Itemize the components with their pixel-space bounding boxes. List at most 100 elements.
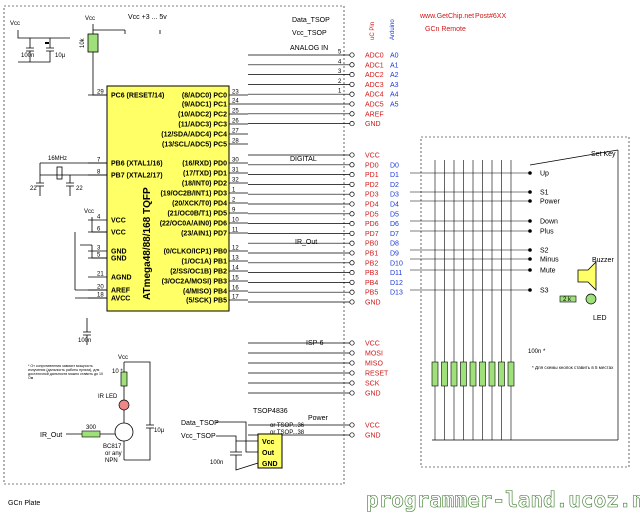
buzzer-icon [577, 261, 597, 291]
mcu-right-pin-label: (20/XCK/T0) PD4 [172, 201, 227, 208]
connector-pin: PD0 [365, 162, 379, 169]
connector-pad[interactable] [349, 289, 355, 295]
mcu-left-pin-label: AREF [111, 288, 131, 295]
connector-pad[interactable] [349, 211, 355, 217]
connector-pin: PD7 [365, 231, 379, 238]
mcu-right-pin-label: (3/OC2A/MOSI) PB3 [162, 279, 227, 286]
mcu-right-pin-label: (16/RXD) PD0 [182, 161, 227, 168]
mcu-right-pin-num: 11 [232, 228, 239, 234]
mcu-right-pin-label: (4/MISO) PB4 [183, 289, 227, 296]
mcu-right-pin-label: (17/TXD) PD1 [183, 171, 227, 178]
key-contact[interactable] [528, 268, 532, 272]
connector-pad[interactable] [349, 390, 355, 396]
connector-pad[interactable] [349, 101, 355, 107]
key-contact[interactable] [528, 288, 532, 292]
mcu-right-pin-num: 1 [232, 188, 236, 194]
key-contact[interactable] [528, 199, 532, 203]
site-link[interactable]: www.GetChip.net [419, 13, 474, 20]
connector-pad[interactable] [349, 432, 355, 438]
mcu-left-pin-label: AGND [111, 275, 132, 282]
r-10k-label: 10k [80, 37, 86, 48]
connector-pad[interactable] [349, 299, 355, 305]
connector-pad[interactable] [349, 360, 355, 366]
connector-pad[interactable] [349, 121, 355, 127]
mcu-right-pin-num: 9 [232, 208, 236, 214]
connector-pad[interactable] [349, 172, 355, 178]
vcc-tsop-label: Vcc_TSOP [292, 30, 327, 37]
connector-pad[interactable] [349, 230, 355, 236]
connector-pad[interactable] [349, 81, 355, 87]
key-contact[interactable] [528, 248, 532, 252]
connector-pad[interactable] [349, 270, 355, 276]
connector-arduino: D11 [390, 270, 402, 277]
connector-pad[interactable] [349, 201, 355, 207]
connector-pad[interactable] [349, 221, 355, 227]
connector-pad[interactable] [349, 279, 355, 285]
connector-pad[interactable] [349, 191, 355, 197]
ir-driver: Vcc 10 * IR LED IR_Out 300 BC817 or any … [28, 355, 165, 464]
connector-pin: GND [365, 391, 381, 398]
connector-pin: PB3 [365, 270, 378, 277]
ir-out-tag: IR_Out [295, 239, 317, 246]
tsop-alt1: or TSOP...36 [270, 423, 305, 429]
set-key-switch[interactable] [529, 149, 619, 166]
connector-pin: RESET [365, 371, 389, 378]
mcu-right-pin-label: (2/SS/OC1B) PB2 [170, 269, 227, 276]
connector-arduino: D8 [390, 241, 399, 248]
connector-pad[interactable] [349, 162, 355, 168]
pulldown-resistor [479, 361, 486, 387]
key-contact[interactable] [528, 219, 532, 223]
connector-pad[interactable] [349, 52, 355, 58]
connector-arduino: A0 [390, 53, 399, 60]
connector-pad[interactable] [349, 72, 355, 78]
connector-pad[interactable] [349, 240, 355, 246]
mcu-right-pin-num: 24 [232, 99, 239, 105]
connector-pin: MISO [365, 361, 383, 368]
connector-pad[interactable] [349, 152, 355, 158]
mcu-left-pin-label: VCC [111, 218, 126, 225]
connector-pad[interactable] [349, 250, 355, 256]
mcu-left-pin-label: PB6 (XTAL1/16) [111, 161, 163, 168]
vcc-tsop2-label: Vcc_TSOP [181, 433, 216, 440]
mcu-right-pin-num: 25 [232, 109, 239, 115]
connector-pad[interactable] [349, 370, 355, 376]
ir-led-icon [118, 399, 130, 411]
mcu-right-pin-num: 15 [232, 276, 239, 282]
tsop-gnd-pin: GND [262, 461, 278, 468]
connector-arduino: D2 [390, 182, 399, 189]
mcu-left-pin-num: 18 [97, 293, 104, 299]
key-contact[interactable] [528, 229, 532, 233]
tsop-body [257, 433, 283, 469]
mcu-name: ATmega48/88/168 TQFP [142, 187, 153, 300]
mcu-right-pin-num: 17 [232, 295, 239, 301]
mcu-left-pin-label: PB7 (XTAL2/17) [111, 173, 163, 180]
led-resistor [559, 295, 577, 303]
mcu-right-pin-num: 32 [232, 178, 239, 184]
pulldown-resistor [507, 361, 515, 387]
connector-arduino: D10 [390, 260, 403, 267]
connector-arduino: D7 [390, 231, 399, 238]
connector-pad[interactable] [349, 422, 355, 428]
connector-pad[interactable] [349, 380, 355, 386]
connector-pad[interactable] [349, 181, 355, 187]
pull-down-resistors [431, 160, 618, 441]
key-label: Power [540, 199, 561, 206]
pulldown-resistor [441, 361, 448, 387]
key-contact[interactable] [528, 257, 532, 261]
mcu-left-pin-label: PC6 (RESET/14) [111, 93, 164, 100]
connector-pad[interactable] [349, 340, 355, 346]
key-label: S2 [540, 248, 549, 255]
connector-pad[interactable] [349, 350, 355, 356]
key-contact[interactable] [528, 171, 532, 175]
connector-arduino: D13 [390, 290, 403, 297]
connector-arduino: D6 [390, 221, 399, 228]
connector-pad[interactable] [349, 62, 355, 68]
buzzer-label: Buzzer [592, 257, 614, 264]
connector-pad[interactable] [349, 91, 355, 97]
connector-pad[interactable] [349, 111, 355, 117]
vcc-label-2: Vcc [85, 16, 95, 22]
key-contact[interactable] [528, 190, 532, 194]
led-resistor-tag: 2 k [563, 297, 572, 303]
connector-pad[interactable] [349, 260, 355, 266]
